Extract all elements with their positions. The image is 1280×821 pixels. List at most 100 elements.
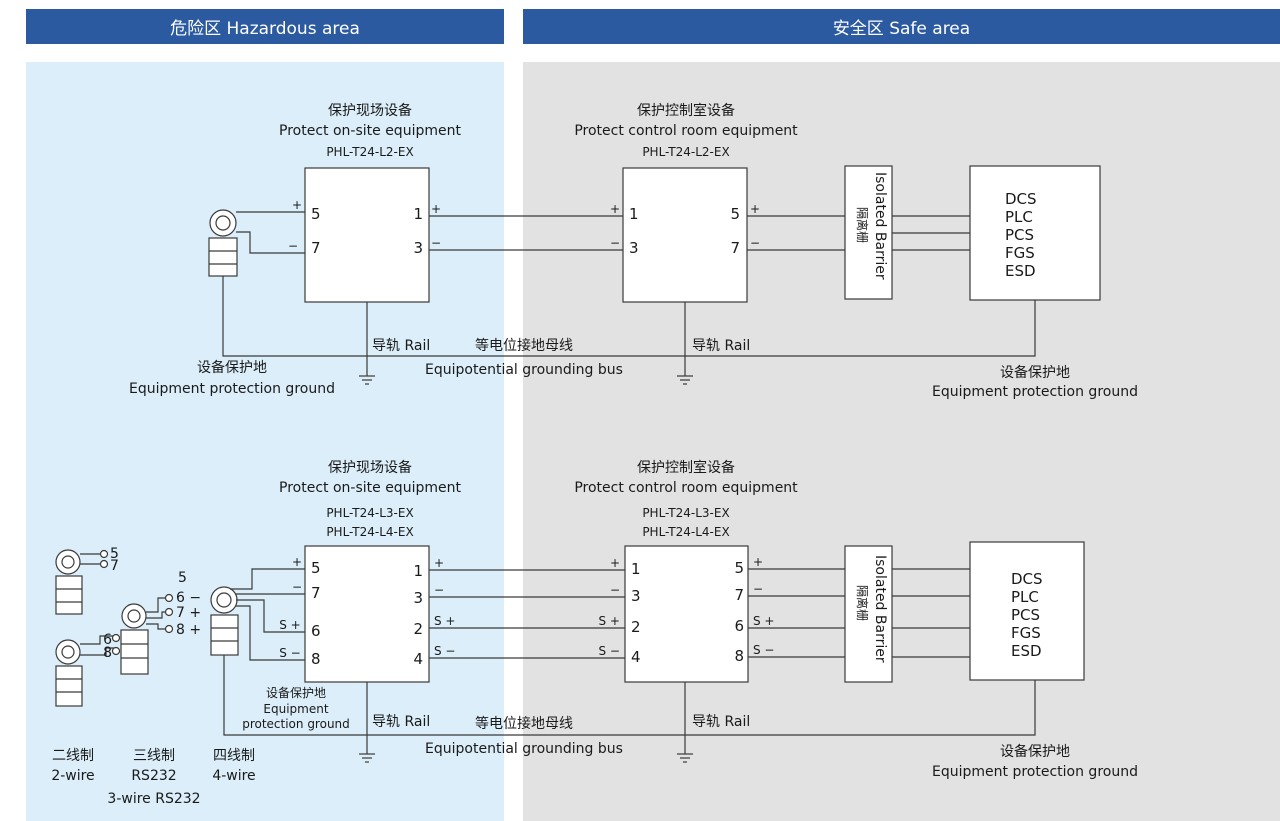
bot-field-term-4: 4 bbox=[413, 650, 423, 668]
bot-ctrl-barrier bbox=[624, 545, 749, 683]
top-ground-right-en: Equipment protection ground bbox=[932, 384, 1138, 400]
tx3-term-7: 7 + bbox=[176, 605, 201, 621]
top-diagram: 保护现场设备 Protect on-site equipment PHL-T24… bbox=[129, 102, 1138, 400]
top-ground-symbol-1 bbox=[359, 302, 375, 385]
label-3wire-cn: 三线制 bbox=[133, 748, 175, 764]
bot-link-3-l: S + bbox=[434, 614, 456, 628]
bot-out-4-l: S − bbox=[753, 643, 775, 657]
top-ground-bus bbox=[222, 276, 1036, 357]
bot-ctrl-term-8: 8 bbox=[734, 647, 744, 665]
bot-link-4-l: S − bbox=[434, 644, 456, 658]
top-ctrl-model: PHL-T24-L2-EX bbox=[642, 145, 729, 159]
bot-field-term-8: 8 bbox=[311, 650, 321, 668]
bot-sys-pcs: PCS bbox=[1011, 606, 1040, 624]
bot-ctrl-term-7: 7 bbox=[734, 586, 744, 604]
top-ground-right-cn: 设备保护地 bbox=[1000, 364, 1070, 381]
bot-field-term-6: 6 bbox=[311, 622, 321, 640]
top-ctrl-barrier bbox=[622, 167, 748, 303]
top-field-model: PHL-T24-L2-EX bbox=[326, 145, 413, 159]
top-tx-minus: − bbox=[288, 239, 298, 253]
bot-ctrl-term-6: 6 bbox=[734, 617, 744, 635]
hazardous-area-title: 危险区 Hazardous area bbox=[170, 19, 360, 39]
label-3wire-en-2: 3-wire RS232 bbox=[107, 791, 200, 807]
two-wire-transmitter-icon-2 bbox=[55, 639, 83, 707]
label-4wire-cn: 四线制 bbox=[213, 748, 255, 764]
bot-ctrl-term-3: 3 bbox=[631, 587, 641, 605]
label-4wire-en: 4-wire bbox=[212, 768, 255, 784]
two-wire-term-5: 5 bbox=[110, 546, 119, 562]
bot-ctrl-title-en: Protect control room equipment bbox=[574, 480, 798, 496]
top-sys-plc: PLC bbox=[1005, 208, 1033, 226]
bot-tx-plus: + bbox=[292, 555, 302, 569]
bot-field-term-3: 3 bbox=[413, 589, 423, 607]
top-ctrl-title-cn: 保护控制室设备 bbox=[637, 102, 735, 119]
bot-sys-esd: ESD bbox=[1011, 642, 1042, 660]
bot-field-term-5: 5 bbox=[311, 559, 321, 577]
top-field-barrier bbox=[304, 167, 430, 303]
safe-area-title: 安全区 Safe area bbox=[832, 19, 971, 39]
bot-ground-right-en: Equipment protection ground bbox=[932, 764, 1138, 780]
three-wire-transmitter-icon bbox=[120, 603, 149, 675]
bot-isolated-barrier bbox=[844, 545, 893, 683]
two-wire-term-7: 7 bbox=[110, 558, 119, 574]
top-link-plus-l: + bbox=[431, 202, 441, 216]
bot-field-barrier bbox=[304, 545, 430, 683]
top-out-plus-l: + bbox=[750, 202, 760, 216]
bot-sys-plc: PLC bbox=[1011, 588, 1039, 606]
bot-ctrl-term-1: 1 bbox=[631, 560, 641, 578]
bot-tx-sminus: S − bbox=[279, 646, 301, 660]
bot-sys-fgs: FGS bbox=[1011, 624, 1041, 642]
bot-bus-cn: 等电位接地母线 bbox=[475, 715, 573, 732]
bot-ground-left-cn: 设备保护地 bbox=[266, 686, 326, 700]
bot-bus-en: Equipotential grounding bus bbox=[425, 741, 623, 757]
bot-tx-plus-wire bbox=[230, 568, 305, 590]
bot-field-term-1: 1 bbox=[413, 562, 423, 580]
bot-rail-1: 导轨 Rail bbox=[372, 714, 430, 730]
bot-tx-minus: − bbox=[292, 580, 302, 594]
top-field-term-1: 1 bbox=[413, 205, 423, 223]
top-bus-en: Equipotential grounding bus bbox=[425, 362, 623, 378]
bot-link-3-r: S + bbox=[599, 614, 621, 628]
top-rail-1: 导轨 Rail bbox=[372, 338, 430, 354]
top-out-minus-l: − bbox=[750, 236, 760, 250]
top-field-title-en: Protect on-site equipment bbox=[279, 123, 461, 139]
label-2wire-en: 2-wire bbox=[51, 768, 94, 784]
bot-ctrl-term-5: 5 bbox=[734, 559, 744, 577]
bot-out-2-l: − bbox=[753, 582, 763, 596]
bot-field-model-2: PHL-T24-L4-EX bbox=[326, 525, 413, 539]
top-ctrl-term-5: 5 bbox=[730, 205, 740, 223]
label-3wire-en: RS232 bbox=[131, 768, 176, 784]
top-tx-plus: + bbox=[292, 198, 302, 212]
top-isolated-barrier-cn: 隔离栅 bbox=[855, 207, 870, 243]
top-ctrl-title-en: Protect control room equipment bbox=[574, 123, 798, 139]
bot-field-title-cn: 保护现场设备 bbox=[328, 459, 412, 476]
top-isolated-barrier-en: Isolated Barrier bbox=[872, 172, 888, 280]
bottom-diagram: 保护现场设备 Protect on-site equipment PHL-T24… bbox=[51, 459, 1138, 807]
hazardous-area-header: 危险区 Hazardous area bbox=[26, 9, 504, 44]
label-2wire-cn: 二线制 bbox=[52, 748, 94, 764]
top-ground-symbol-2 bbox=[677, 302, 693, 385]
bot-ctrl-term-2: 2 bbox=[631, 618, 641, 636]
safe-area-header: 安全区 Safe area bbox=[523, 9, 1280, 44]
top-ctrl-term-3: 3 bbox=[629, 239, 639, 257]
top-sys-esd: ESD bbox=[1005, 262, 1036, 280]
four-wire-transmitter-icon bbox=[210, 586, 239, 656]
bot-field-model-1: PHL-T24-L3-EX bbox=[326, 506, 413, 520]
top-tx-minus-wire bbox=[236, 231, 305, 254]
bot-ctrl-model-1: PHL-T24-L3-EX bbox=[642, 506, 729, 520]
top-isolated-barrier bbox=[844, 165, 893, 300]
two-wire-terminals-1: 5 7 bbox=[80, 546, 119, 574]
bot-out-3-l: S + bbox=[753, 614, 775, 628]
bot-ground-symbol-2 bbox=[677, 682, 693, 763]
top-field-term-5: 5 bbox=[311, 205, 321, 223]
bot-ground-left-en-1: Equipment bbox=[263, 702, 328, 716]
bot-tx-splus-wire bbox=[236, 599, 305, 633]
bot-rail-2: 导轨 Rail bbox=[692, 714, 750, 730]
bot-isolated-barrier-cn: 隔离栅 bbox=[855, 585, 870, 621]
bot-ground-left-en-2: protection ground bbox=[242, 717, 350, 731]
bot-ground-bus bbox=[223, 655, 1036, 736]
bot-ctrl-term-4: 4 bbox=[631, 648, 641, 666]
bot-tx-sminus-wire bbox=[236, 605, 305, 661]
top-ground-left-cn: 设备保护地 bbox=[197, 359, 267, 376]
